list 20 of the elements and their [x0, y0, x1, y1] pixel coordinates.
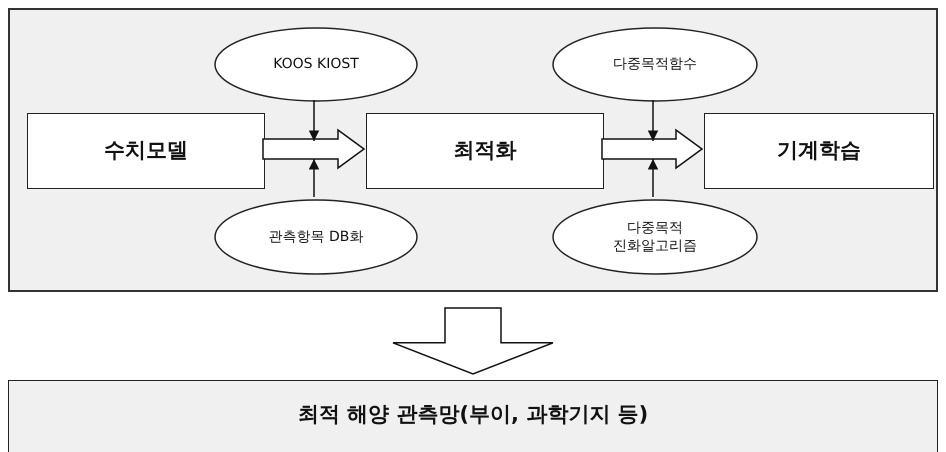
- panel-background: [8, 8, 938, 292]
- oval-label: 다중목적함수: [613, 55, 697, 74]
- block-arrow: [392, 307, 554, 375]
- arrow: [308, 159, 320, 197]
- oval-label: 다중목적 진화알고리즘: [612, 218, 698, 256]
- process-box: [704, 113, 934, 189]
- box-label: 최적화: [454, 137, 516, 164]
- box-label: 수치모델: [104, 137, 188, 164]
- arrow: [648, 100, 658, 141]
- oval-label: 관측항목 DB화: [268, 228, 364, 246]
- oval-label: KOOS KIOST: [273, 55, 359, 74]
- result-title: 최적 해양 관측망(부이, 과학기지 등): [298, 401, 648, 428]
- process-box: [366, 113, 604, 189]
- arrow: [308, 100, 320, 141]
- arrow: [648, 159, 658, 197]
- result-band: [8, 380, 938, 452]
- process-box: [27, 113, 265, 189]
- block-arrow: [262, 128, 366, 170]
- box-label: 기계학습: [777, 137, 861, 164]
- block-arrow: [601, 128, 704, 170]
